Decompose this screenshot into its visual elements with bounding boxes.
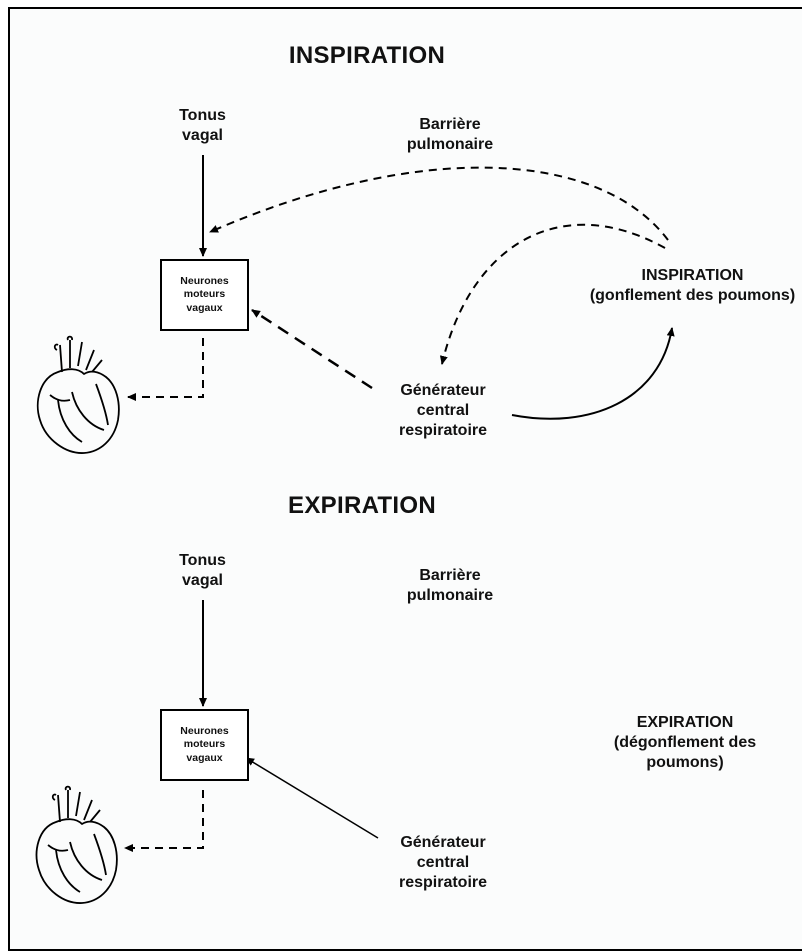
generateur-line-3: respiratoire xyxy=(398,874,488,891)
barriere-pulmonaire-label-insp: Barrière pulmonaire xyxy=(385,115,515,155)
barriere-line-1: Barrière xyxy=(419,567,481,584)
tonus-line-1: Tonus xyxy=(179,107,226,124)
state-line-3: poumons) xyxy=(646,754,724,771)
generateur-line-2: central xyxy=(416,402,470,419)
heart-icon xyxy=(35,785,118,904)
neurones-line-1: Neurones xyxy=(180,274,229,287)
neurones-moteurs-vagaux-box-exp: Neurones moteurs vagaux xyxy=(160,709,249,781)
neurones-line-2: moteurs xyxy=(183,738,226,751)
tonus-line-1: Tonus xyxy=(179,552,226,569)
generateur-line-2: central xyxy=(416,854,470,871)
generateur-line-1: Générateur xyxy=(400,382,486,399)
state-line-1: INSPIRATION xyxy=(641,267,744,284)
barriere-pulmonaire-label-exp: Barrière pulmonaire xyxy=(385,566,515,606)
generateur-central-label-exp: Générateur central respiratoire xyxy=(373,833,513,893)
neurones-line-3: vagaux xyxy=(186,301,223,314)
heart-icon xyxy=(36,335,120,454)
inspiration-title: INSPIRATION xyxy=(288,42,446,69)
diagram-arrows xyxy=(35,155,675,904)
barriere-line-1: Barrière xyxy=(419,116,481,133)
state-line-2: (gonflement des poumons) xyxy=(589,287,796,304)
generateur-line-3: respiratoire xyxy=(398,422,488,439)
generator-to-inspiration-arrow xyxy=(511,327,675,420)
generateur-central-label-insp: Générateur central respiratoire xyxy=(373,381,513,441)
inspiration-state-label: INSPIRATION (gonflement des poumons) xyxy=(585,266,800,306)
generateur-line-1: Générateur xyxy=(400,834,486,851)
state-line-1: EXPIRATION xyxy=(636,714,734,731)
expiration-title: EXPIRATION xyxy=(288,492,436,519)
neurones-to-heart-dashed-arrow-insp xyxy=(127,338,204,401)
expiration-state-label: EXPIRATION (dégonflement des poumons) xyxy=(585,713,785,773)
tonus-line-2: vagal xyxy=(182,127,223,144)
neurones-line-2: moteurs xyxy=(183,288,226,301)
figure-frame xyxy=(8,7,802,951)
state-line-2: (dégonflement des xyxy=(613,734,757,751)
generator-to-neurones-arrow-exp xyxy=(245,757,379,839)
neurones-moteurs-vagaux-box-insp: Neurones moteurs vagaux xyxy=(160,259,249,331)
barriere-line-2: pulmonaire xyxy=(406,587,494,604)
tonus-vagal-label-insp: Tonus vagal xyxy=(150,106,255,146)
barriere-line-2: pulmonaire xyxy=(406,136,494,153)
tonus-line-2: vagal xyxy=(182,572,223,589)
neurones-line-3: vagaux xyxy=(186,751,223,764)
barrier-feedback-arrow-to-neurones xyxy=(209,166,669,241)
neurones-to-heart-dashed-arrow-exp xyxy=(124,790,204,852)
barrier-feedback-arrow-to-generator xyxy=(439,223,666,365)
generator-to-neurones-dashed-arrow-insp xyxy=(251,308,373,390)
neurones-line-1: Neurones xyxy=(180,724,229,737)
tonus-vagal-label-exp: Tonus vagal xyxy=(150,551,255,591)
